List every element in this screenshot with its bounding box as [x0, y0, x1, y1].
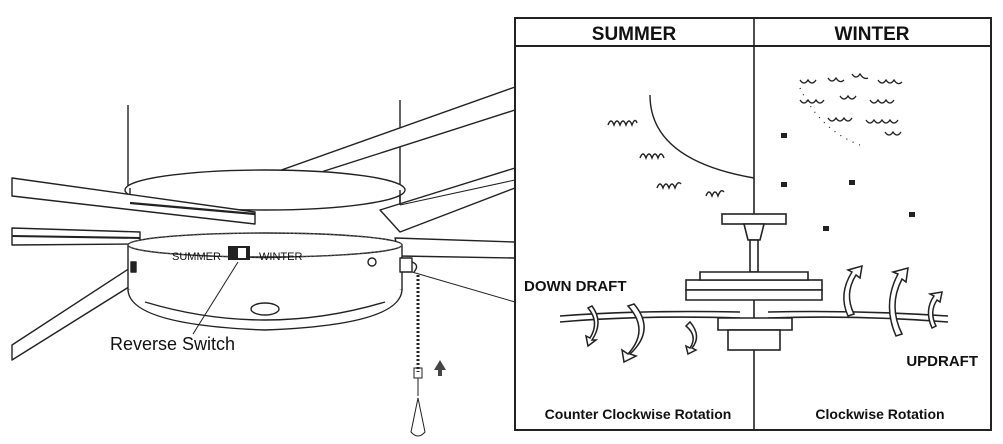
winter-air-swirls-icon	[799, 72, 903, 146]
winter-particles	[781, 133, 915, 231]
reverse-switch-callout-line	[192, 261, 239, 335]
fan-blade-lower-right	[394, 237, 516, 259]
fan-cross-section-icon	[559, 213, 949, 351]
panel-connector-bottom	[411, 271, 516, 303]
winter-rotation-label: Clockwise Rotation	[815, 406, 944, 422]
summer-rotation-label: Counter Clockwise Rotation	[545, 406, 732, 422]
down-draft-arrows-icon	[584, 303, 698, 364]
fan-body-top	[124, 169, 406, 211]
updraft-label: UPDRAFT	[906, 353, 978, 370]
panel-connector-top	[399, 179, 516, 206]
switch-summer-label: SUMMER	[172, 251, 221, 263]
housing-screw-left	[130, 261, 137, 273]
ceiling-fan-illustration	[11, 86, 516, 361]
down-draft-label: DOWN DRAFT	[524, 278, 626, 295]
reverse-switch-callout: Reverse Switch	[110, 334, 235, 354]
pull-direction-arrow-icon	[434, 360, 446, 376]
pull-chain[interactable]	[410, 275, 426, 437]
pull-chain-fitting	[399, 257, 413, 273]
updraft-arrows-icon	[843, 264, 943, 337]
summer-heading: SUMMER	[592, 24, 677, 45]
winter-heading: WINTER	[835, 24, 910, 45]
summer-air-swirls-icon	[607, 94, 755, 198]
housing-screw-right	[367, 257, 377, 267]
switch-winter-label: WINTER	[259, 251, 302, 263]
reverse-switch[interactable]	[228, 246, 250, 260]
fan-blade-left-upper	[11, 177, 256, 225]
